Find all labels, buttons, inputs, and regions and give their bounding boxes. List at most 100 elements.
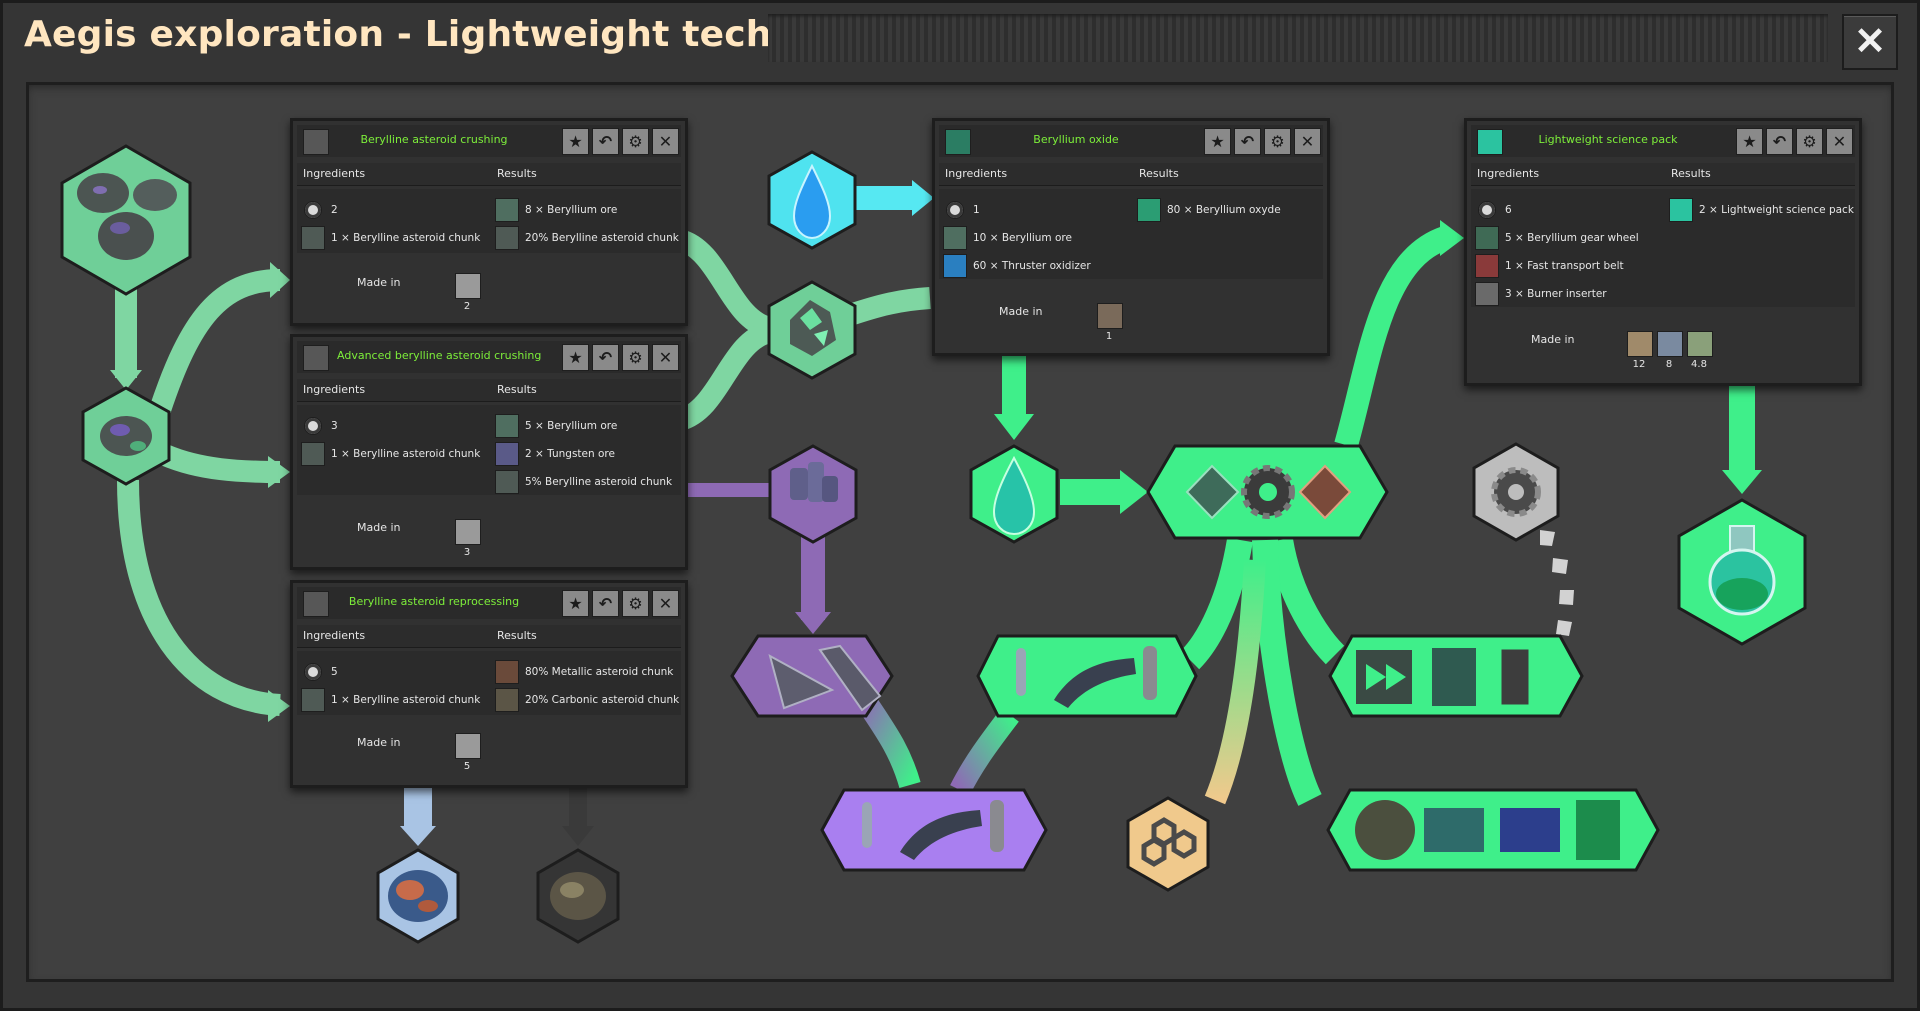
drag-handle[interactable]	[768, 14, 1828, 62]
made-in-label: Made in	[357, 736, 401, 749]
beryllium-gear-wheel-icon	[1475, 226, 1499, 250]
title-bar[interactable]: Aegis exploration - Lightweight technolo…	[0, 0, 1920, 78]
recipe-header: Berylline asteroid reprocessing ★ ↶ ⚙ ✕	[297, 587, 681, 619]
assembler-2-icon[interactable]	[1657, 331, 1683, 357]
ingredient-row[interactable]: 3	[301, 413, 338, 439]
ingredient-row[interactable]: 2	[301, 197, 338, 223]
tungsten-ore-node[interactable]	[768, 444, 858, 544]
ingredient-row[interactable]: 3 × Burner inserter	[1475, 281, 1607, 307]
settings-gear-icon[interactable]: ⚙	[1796, 128, 1823, 155]
tungsten-triangle-icon	[768, 653, 835, 710]
result-row[interactable]: 2 × Lightweight science pack	[1669, 197, 1854, 223]
crusher-icon[interactable]	[455, 273, 481, 299]
back-arrow-icon[interactable]: ↶	[592, 590, 619, 617]
ingredient-row[interactable]: 10 × Beryllium ore	[943, 225, 1072, 251]
iron-gear-node[interactable]	[1472, 442, 1560, 542]
ingredient-row[interactable]: 5 × Beryllium gear wheel	[1475, 225, 1639, 251]
settings-gear-icon[interactable]: ⚙	[1264, 128, 1291, 155]
ingredient-row[interactable]: 1 × Fast transport belt	[1475, 253, 1624, 279]
machine-count: 8	[1665, 359, 1673, 370]
crusher-icon[interactable]	[455, 519, 481, 545]
berylline-asteroid-node[interactable]	[60, 144, 192, 296]
machine-count: 12	[1632, 359, 1646, 370]
settings-gear-icon[interactable]: ⚙	[622, 344, 649, 371]
clock-icon	[304, 663, 322, 681]
carbon-node[interactable]	[1126, 796, 1210, 892]
back-arrow-icon[interactable]: ↶	[592, 128, 619, 155]
result-row[interactable]: 8 × Beryllium ore	[495, 197, 617, 223]
purple-ammo-node[interactable]	[820, 788, 1048, 872]
ingredient-row[interactable]: 5	[301, 659, 338, 685]
arrow-science-down	[1722, 470, 1762, 494]
machine-count: 4.8	[1691, 359, 1707, 370]
results-pane	[491, 405, 681, 495]
rocket-ammo-icon	[862, 800, 1004, 860]
carbonic-asteroid-chunk-icon	[495, 688, 519, 712]
machine-count: 5	[463, 761, 471, 772]
favorite-star-icon[interactable]: ★	[1736, 128, 1763, 155]
close-icon[interactable]: ✕	[652, 128, 679, 155]
beryllium-oxide-node[interactable]	[969, 444, 1059, 544]
recipe-card-berylline-crushing[interactable]: Berylline asteroid crushing ★ ↶ ⚙ ✕ Ingr…	[290, 118, 688, 326]
metallic-chunk-node[interactable]	[376, 848, 460, 944]
favorite-star-icon[interactable]: ★	[562, 590, 589, 617]
beryllium-ore-node[interactable]	[767, 280, 857, 380]
ingredient-row[interactable]: 1 × Berylline asteroid chunk	[301, 225, 480, 251]
favorite-star-icon[interactable]: ★	[562, 344, 589, 371]
crusher-icon[interactable]	[455, 733, 481, 759]
beryllium-plate-gear-node[interactable]	[1146, 444, 1389, 540]
close-icon[interactable]: ✕	[1294, 128, 1321, 155]
back-arrow-icon[interactable]: ↶	[592, 344, 619, 371]
inserter-icon	[1355, 800, 1620, 860]
result-row[interactable]: 5 × Beryllium ore	[495, 413, 617, 439]
result-row[interactable]: 80 × Beryllium oxyde	[1137, 197, 1281, 223]
ingredients-pane	[297, 405, 491, 495]
ingredient-row[interactable]: 60 × Thruster oxidizer	[943, 253, 1091, 279]
assembler-3-icon[interactable]	[1687, 331, 1713, 357]
tungsten-parts-node[interactable]	[730, 634, 894, 718]
assembler-1-icon[interactable]	[1627, 331, 1653, 357]
chemical-plant-icon[interactable]	[1097, 303, 1123, 329]
back-arrow-icon[interactable]: ↶	[1234, 128, 1261, 155]
belts-node[interactable]	[1328, 634, 1584, 718]
back-arrow-icon[interactable]: ↶	[1766, 128, 1793, 155]
ingredient-row[interactable]: 1	[943, 197, 980, 223]
recipe-card-lightweight-science-pack[interactable]: Lightweight science pack ★ ↶ ⚙ ✕ Ingredi…	[1464, 118, 1862, 386]
settings-gear-icon[interactable]: ⚙	[622, 590, 649, 617]
result-row[interactable]: 5% Berylline asteroid chunk	[495, 469, 672, 495]
carbon-to-gear-flow	[1204, 559, 1266, 805]
made-in-label: Made in	[357, 521, 401, 534]
rocket-ammo-icon	[1016, 646, 1157, 708]
result-row[interactable]: 20% Berylline asteroid chunk	[495, 225, 679, 251]
burner-inserter-icon	[1475, 282, 1499, 306]
equipment-node[interactable]	[1326, 788, 1660, 872]
result-row[interactable]: 80% Metallic asteroid chunk	[495, 659, 673, 685]
close-icon[interactable]: ✕	[652, 344, 679, 371]
result-row[interactable]: 2 × Tungsten ore	[495, 441, 615, 467]
close-window-button[interactable]: ✕	[1842, 14, 1898, 70]
settings-gear-icon[interactable]: ⚙	[622, 128, 649, 155]
favorite-star-icon[interactable]: ★	[562, 128, 589, 155]
berylline-chunk-icon	[303, 591, 329, 617]
arrow-oxide-down	[994, 414, 1034, 440]
recipe-card-advanced-crushing[interactable]: Advanced berylline asteroid crushing ★ ↶…	[290, 334, 688, 570]
ingredient-row[interactable]: 6	[1475, 197, 1512, 223]
recipe-card-beryllium-oxide[interactable]: Beryllium oxide ★ ↶ ⚙ ✕ Ingredients Resu…	[932, 118, 1330, 356]
machine-count: 1	[1105, 331, 1113, 342]
results-pane	[491, 189, 681, 253]
teal-flow-paths	[115, 229, 931, 716]
thruster-oxidizer-node[interactable]	[767, 150, 857, 250]
beryllium-oxide-icon	[945, 129, 971, 155]
favorite-star-icon[interactable]: ★	[1204, 128, 1231, 155]
lightweight-science-node[interactable]	[1677, 498, 1807, 646]
close-icon[interactable]: ✕	[652, 590, 679, 617]
result-row[interactable]: 20% Carbonic asteroid chunk	[495, 687, 679, 713]
ingredient-row[interactable]: 1 × Berylline asteroid chunk	[301, 441, 480, 467]
berylline-chunk-node[interactable]	[81, 386, 171, 486]
green-ammo-node[interactable]	[976, 634, 1198, 718]
recipe-card-berylline-reprocessing[interactable]: Berylline asteroid reprocessing ★ ↶ ⚙ ✕ …	[290, 580, 688, 788]
close-icon[interactable]: ✕	[1826, 128, 1853, 155]
ingredient-row[interactable]: 1 × Berylline asteroid chunk	[301, 687, 480, 713]
ingredients-pane	[297, 651, 491, 715]
carbonic-chunk-node[interactable]	[536, 848, 620, 944]
